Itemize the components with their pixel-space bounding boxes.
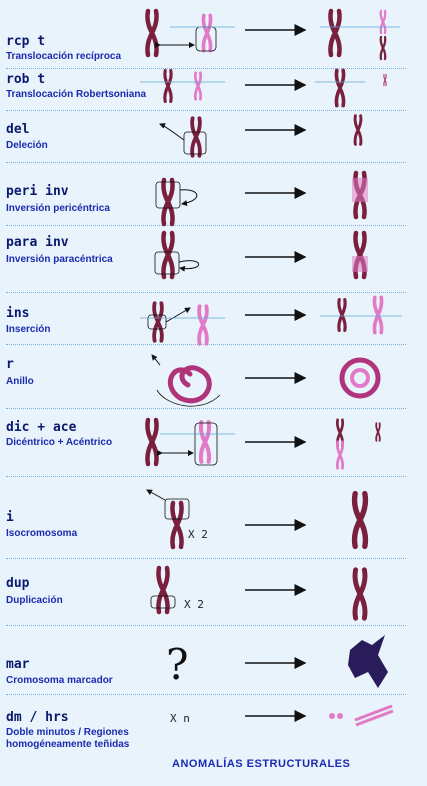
desc-ins: Inserción (6, 324, 51, 335)
desc-dic-ace: Dicéntrico + Acéntrico (6, 437, 113, 448)
multiplier-dm: X n (170, 712, 190, 725)
row-separator (6, 162, 406, 163)
desc-mar: Cromosoma marcador (6, 675, 113, 686)
multiplier-dup: X 2 (184, 598, 204, 611)
label-i: i (6, 510, 14, 525)
label-dic-ace: dic + ace (6, 420, 77, 435)
label-rcp-t: rcp t (6, 34, 46, 49)
desc-rob-t: Translocación Robertsoniana (6, 89, 147, 100)
desc-i: Isocromosoma (6, 528, 78, 539)
label-rob-t: rob t (6, 72, 46, 87)
label-dup: dup (6, 576, 30, 591)
row-separator (6, 558, 406, 559)
label-peri-inv: peri inv (6, 184, 69, 199)
label-dm-hrs: dm / hrs (6, 710, 69, 725)
desc-del: Deleción (6, 140, 48, 151)
row-separator (6, 225, 406, 226)
desc-rcp-t: Translocación recíproca (6, 51, 122, 62)
label-ins: ins (6, 306, 30, 321)
transition-arrows (245, 24, 307, 722)
row-separator (6, 292, 406, 293)
label-del: del (6, 122, 30, 137)
desc-dup: Duplicación (6, 595, 63, 606)
row-separator (6, 68, 406, 69)
multiplier-iso: X 2 (188, 528, 208, 541)
desc-dm-hrs: Doble minutos / Regiones homogéneamente … (6, 727, 130, 750)
row-separator (6, 625, 406, 626)
question-mark: ? (166, 640, 189, 689)
desc-peri-inv: Inversión pericéntrica (6, 203, 110, 214)
row-separator (6, 110, 406, 111)
desc-r: Anillo (6, 376, 34, 387)
label-r: r (6, 357, 14, 372)
footer-title: ANOMALÍAS ESTRUCTURALES (172, 758, 351, 770)
label-para-inv: para inv (6, 235, 69, 250)
row-separator (6, 476, 406, 477)
desc-para-inv: Inversión paracéntrica (6, 254, 113, 265)
row-separator (6, 694, 406, 695)
row-separator (6, 408, 406, 409)
label-mar: mar (6, 657, 30, 672)
